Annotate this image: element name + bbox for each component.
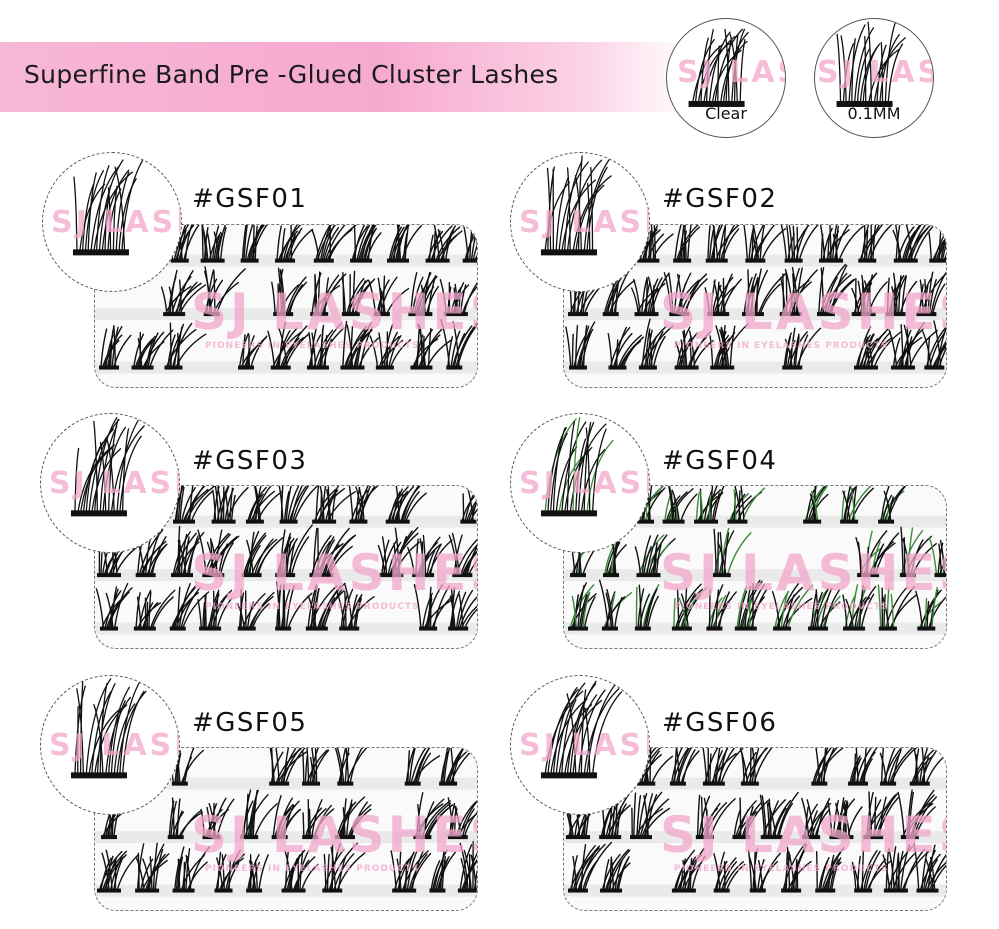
lash-closeup-circle: SJ LASHES [510,675,650,815]
lash-tray-image [564,486,946,635]
lash-closeup-image [540,155,612,256]
lash-closeup-image [72,156,146,256]
product-code: #GSF04 [662,446,778,476]
variant-0-1mm-label: 0.1MM [847,104,901,123]
lash-tray-image [95,748,477,897]
product-code: #GSF01 [192,184,308,214]
lash-closeup-circle: SJ LASHES [42,152,182,292]
lash-tray-image [95,225,477,374]
product-code: #GSF05 [192,708,308,738]
product-code: #GSF03 [192,446,308,476]
variant-0-1mm-circle: SJ LASHES 0.1MM [814,18,934,138]
lash-tray-image [564,225,946,374]
lash-closeup-circle: SJ LASHES [40,413,180,553]
variant-0-1mm-image [836,21,907,107]
lash-closeup-circle: SJ LASHES [510,413,650,553]
variant-clear-circle: SJ LASHES Clear [666,18,786,138]
lash-closeup-image [540,417,614,517]
lash-closeup-image [70,416,145,517]
product-code: #GSF02 [662,184,778,214]
lash-tray-image [95,486,477,635]
lash-closeup-image [70,678,147,779]
page-title: Superfine Band Pre -Glued Cluster Lashes [24,60,559,89]
title-banner: Superfine Band Pre -Glued Cluster Lashes [0,42,690,112]
variant-clear-image [688,28,749,107]
product-code: #GSF06 [662,708,778,738]
lash-closeup-image [540,679,623,779]
lash-closeup-circle: SJ LASHES [40,675,180,815]
lash-closeup-circle: SJ LASHES [510,152,650,292]
variant-clear-label: Clear [705,104,747,123]
